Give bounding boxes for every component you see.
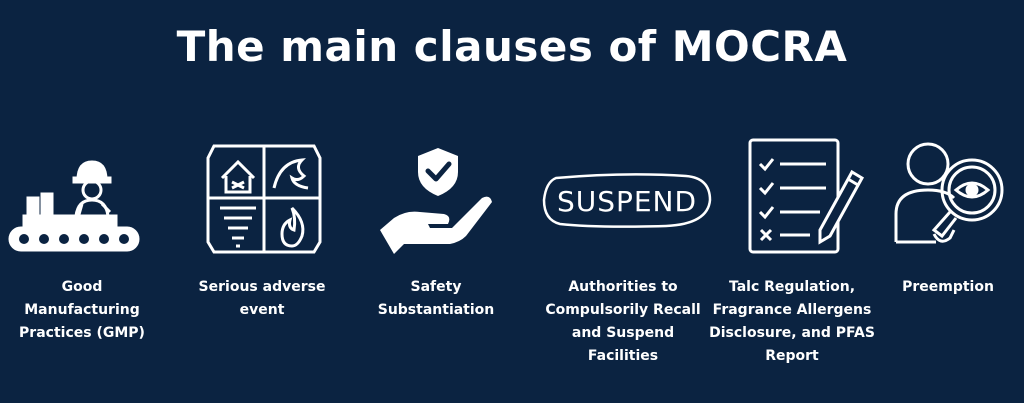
inspector-magnifier-icon bbox=[888, 138, 1020, 260]
disaster-grid-icon bbox=[198, 138, 330, 260]
suspend-icon-text: SUSPEND bbox=[557, 185, 697, 218]
suspend-icon: SUSPEND bbox=[536, 138, 716, 260]
clause-label-serious-adverse-event: Serious adverse event bbox=[198, 279, 326, 318]
assembly-worker-icon bbox=[8, 138, 140, 260]
clause-label-talc-regulation: Talc Regulation, Fragrance Allergens Dis… bbox=[709, 279, 875, 364]
checklist-pencil-icon bbox=[738, 138, 870, 260]
page-title: The main clauses of MOCRA bbox=[176, 22, 848, 71]
clause-label-preemption: Preemption bbox=[902, 279, 994, 295]
clause-label-recall-suspend: Authorities to Compulsorily Recall and S… bbox=[545, 279, 701, 364]
clause-label-gmp: Good Manufacturing Practices (GMP) bbox=[19, 279, 145, 341]
shield-hand-icon bbox=[372, 138, 504, 260]
clause-label-safety-substantiation: Safety Substantiation bbox=[377, 279, 495, 318]
